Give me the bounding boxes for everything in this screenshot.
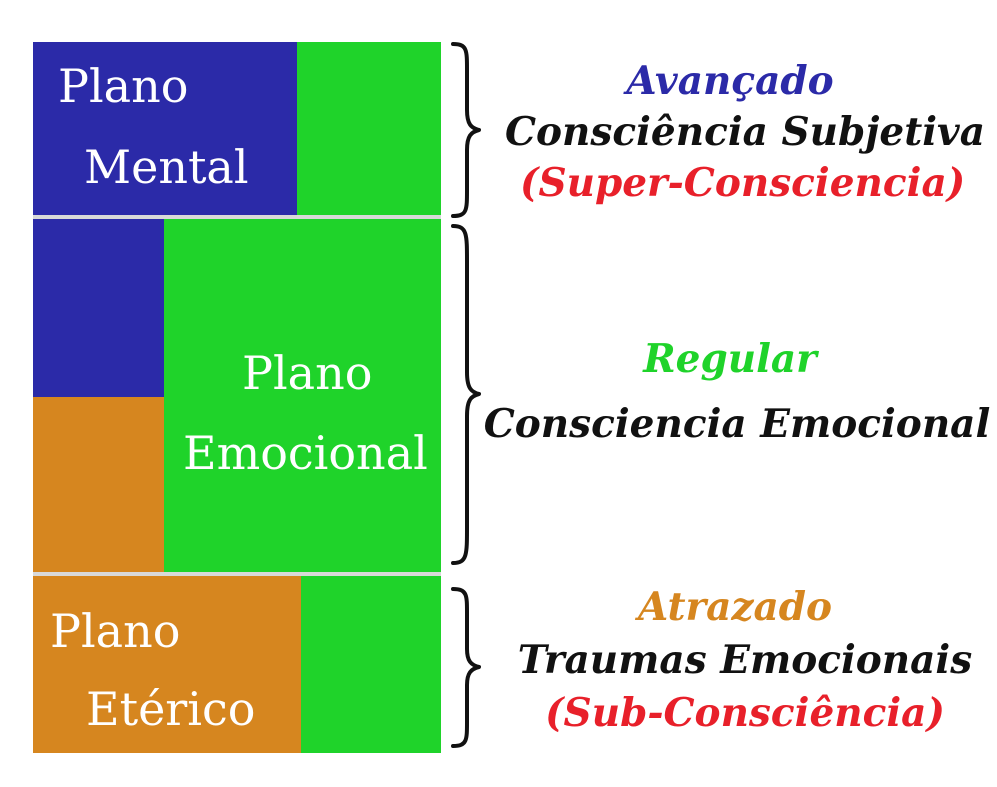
level-atrazado-subtitle: Traumas Emocionais [517,637,973,683]
middle-blue-block [33,219,164,397]
level-atrazado-note: (Sub-Consciência) [545,690,945,736]
brace-top [451,42,481,218]
brace-bottom [451,587,481,748]
level-avancado-subtitle: Consciência Subjetiva [505,109,985,155]
level-avancado-title: Avançado [626,58,834,104]
emotional-plane-label-line1: Plano [242,346,373,400]
level-atrazado-title: Atrazado [637,584,833,630]
middle-orange-block [33,397,167,573]
etheric-plane-label-line1: Plano [50,604,181,658]
level-regular-title: Regular [643,336,817,382]
mental-plane-label-line2: Mental [84,140,249,194]
top-green-block [297,42,441,217]
level-avancado-note: (Super-Consciencia) [520,160,966,206]
etheric-plane-block [33,575,301,753]
brace-middle [451,224,481,565]
bottom-green-block [301,575,441,753]
mental-plane-block [33,42,297,217]
mental-plane-label-line1: Plano [58,59,189,113]
emotional-plane-block [164,219,441,573]
level-regular-subtitle: Consciencia Emocional [483,401,991,447]
emotional-plane-label-line2: Emocional [183,426,428,480]
separator-bottom [33,572,441,576]
separator-top [33,215,441,219]
etheric-plane-label-line2: Etérico [86,682,256,736]
